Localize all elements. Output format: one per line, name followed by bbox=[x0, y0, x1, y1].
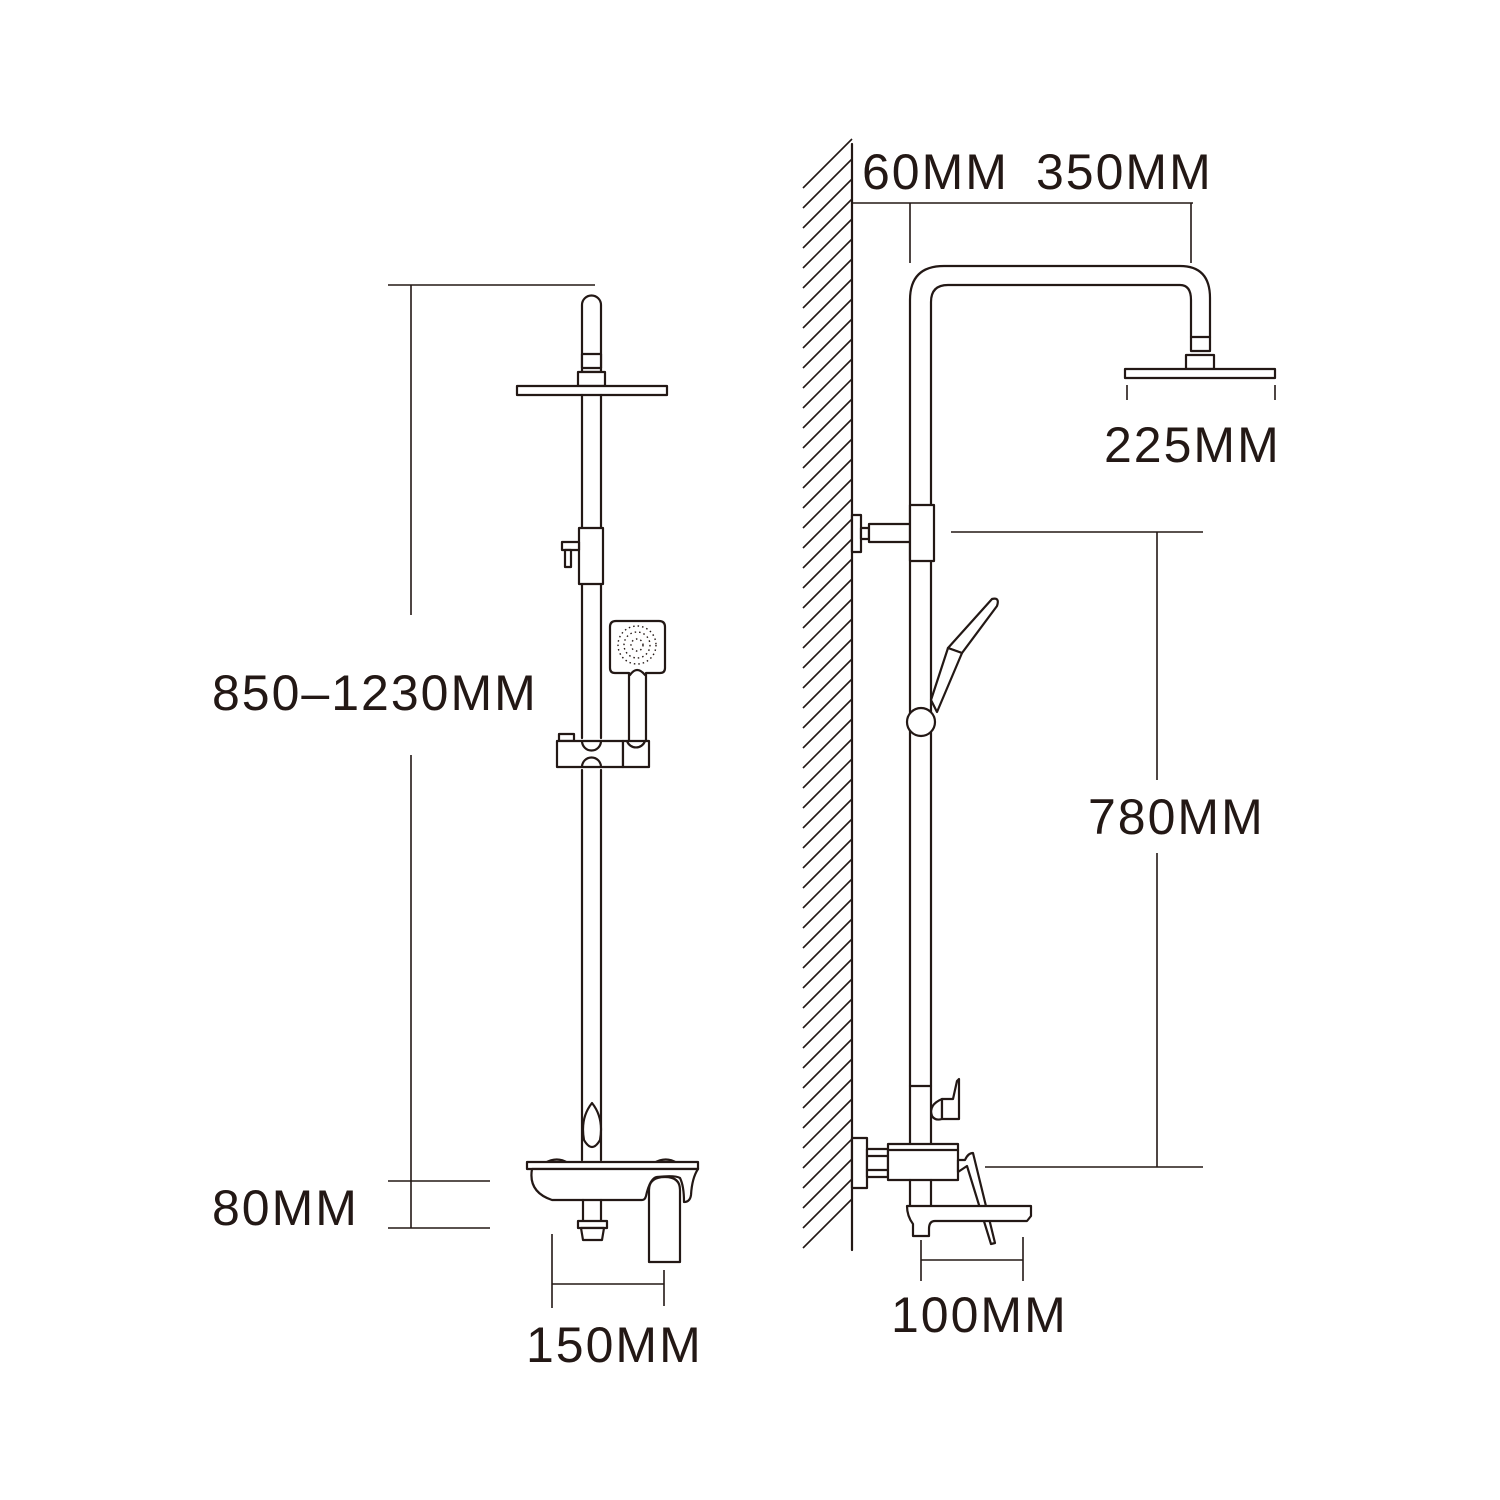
rain-shower-head bbox=[515, 384, 669, 397]
side-top-dimension bbox=[852, 202, 1193, 263]
label-head-diameter: 225MM bbox=[1104, 417, 1281, 473]
side-diverter bbox=[908, 1077, 961, 1121]
label-spout-projection: 100MM bbox=[891, 1287, 1068, 1343]
mixer-body bbox=[525, 1158, 700, 1204]
label-height-range: 850–1230MM bbox=[212, 665, 538, 721]
riser-and-arm bbox=[908, 264, 1216, 1147]
side-spout bbox=[905, 1204, 1033, 1238]
side-view bbox=[802, 138, 1277, 1281]
slide-holder bbox=[555, 732, 651, 769]
diverter-knob bbox=[581, 1101, 603, 1149]
front-height-dimension bbox=[388, 284, 595, 1229]
front-inlet-dimension bbox=[551, 1234, 665, 1308]
riser-top-cap bbox=[576, 294, 607, 388]
front-view bbox=[388, 284, 700, 1308]
label-bracket-to-mixer: 780MM bbox=[1088, 789, 1265, 845]
wall-bracket bbox=[850, 503, 936, 563]
side-hand-shower bbox=[905, 597, 999, 738]
side-height-dimension bbox=[951, 531, 1203, 1168]
label-wall-offset: 60MM bbox=[862, 144, 1009, 200]
label-arm-length: 350MM bbox=[1036, 144, 1213, 200]
label-mixer-height: 80MM bbox=[212, 1180, 359, 1236]
side-mixer-body bbox=[850, 1136, 960, 1208]
side-rain-shower-head bbox=[1123, 367, 1277, 380]
height-adjust-bracket bbox=[560, 526, 605, 586]
head-diameter-ticks bbox=[1126, 385, 1276, 400]
side-spout-dimension bbox=[920, 1237, 1024, 1281]
hand-shower bbox=[608, 619, 667, 744]
mixer-handle bbox=[647, 1175, 682, 1264]
riser-pipe bbox=[580, 393, 603, 1162]
wall bbox=[802, 138, 854, 1252]
outlet-connector bbox=[576, 1198, 609, 1242]
label-inlet-spacing: 150MM bbox=[526, 1317, 703, 1373]
